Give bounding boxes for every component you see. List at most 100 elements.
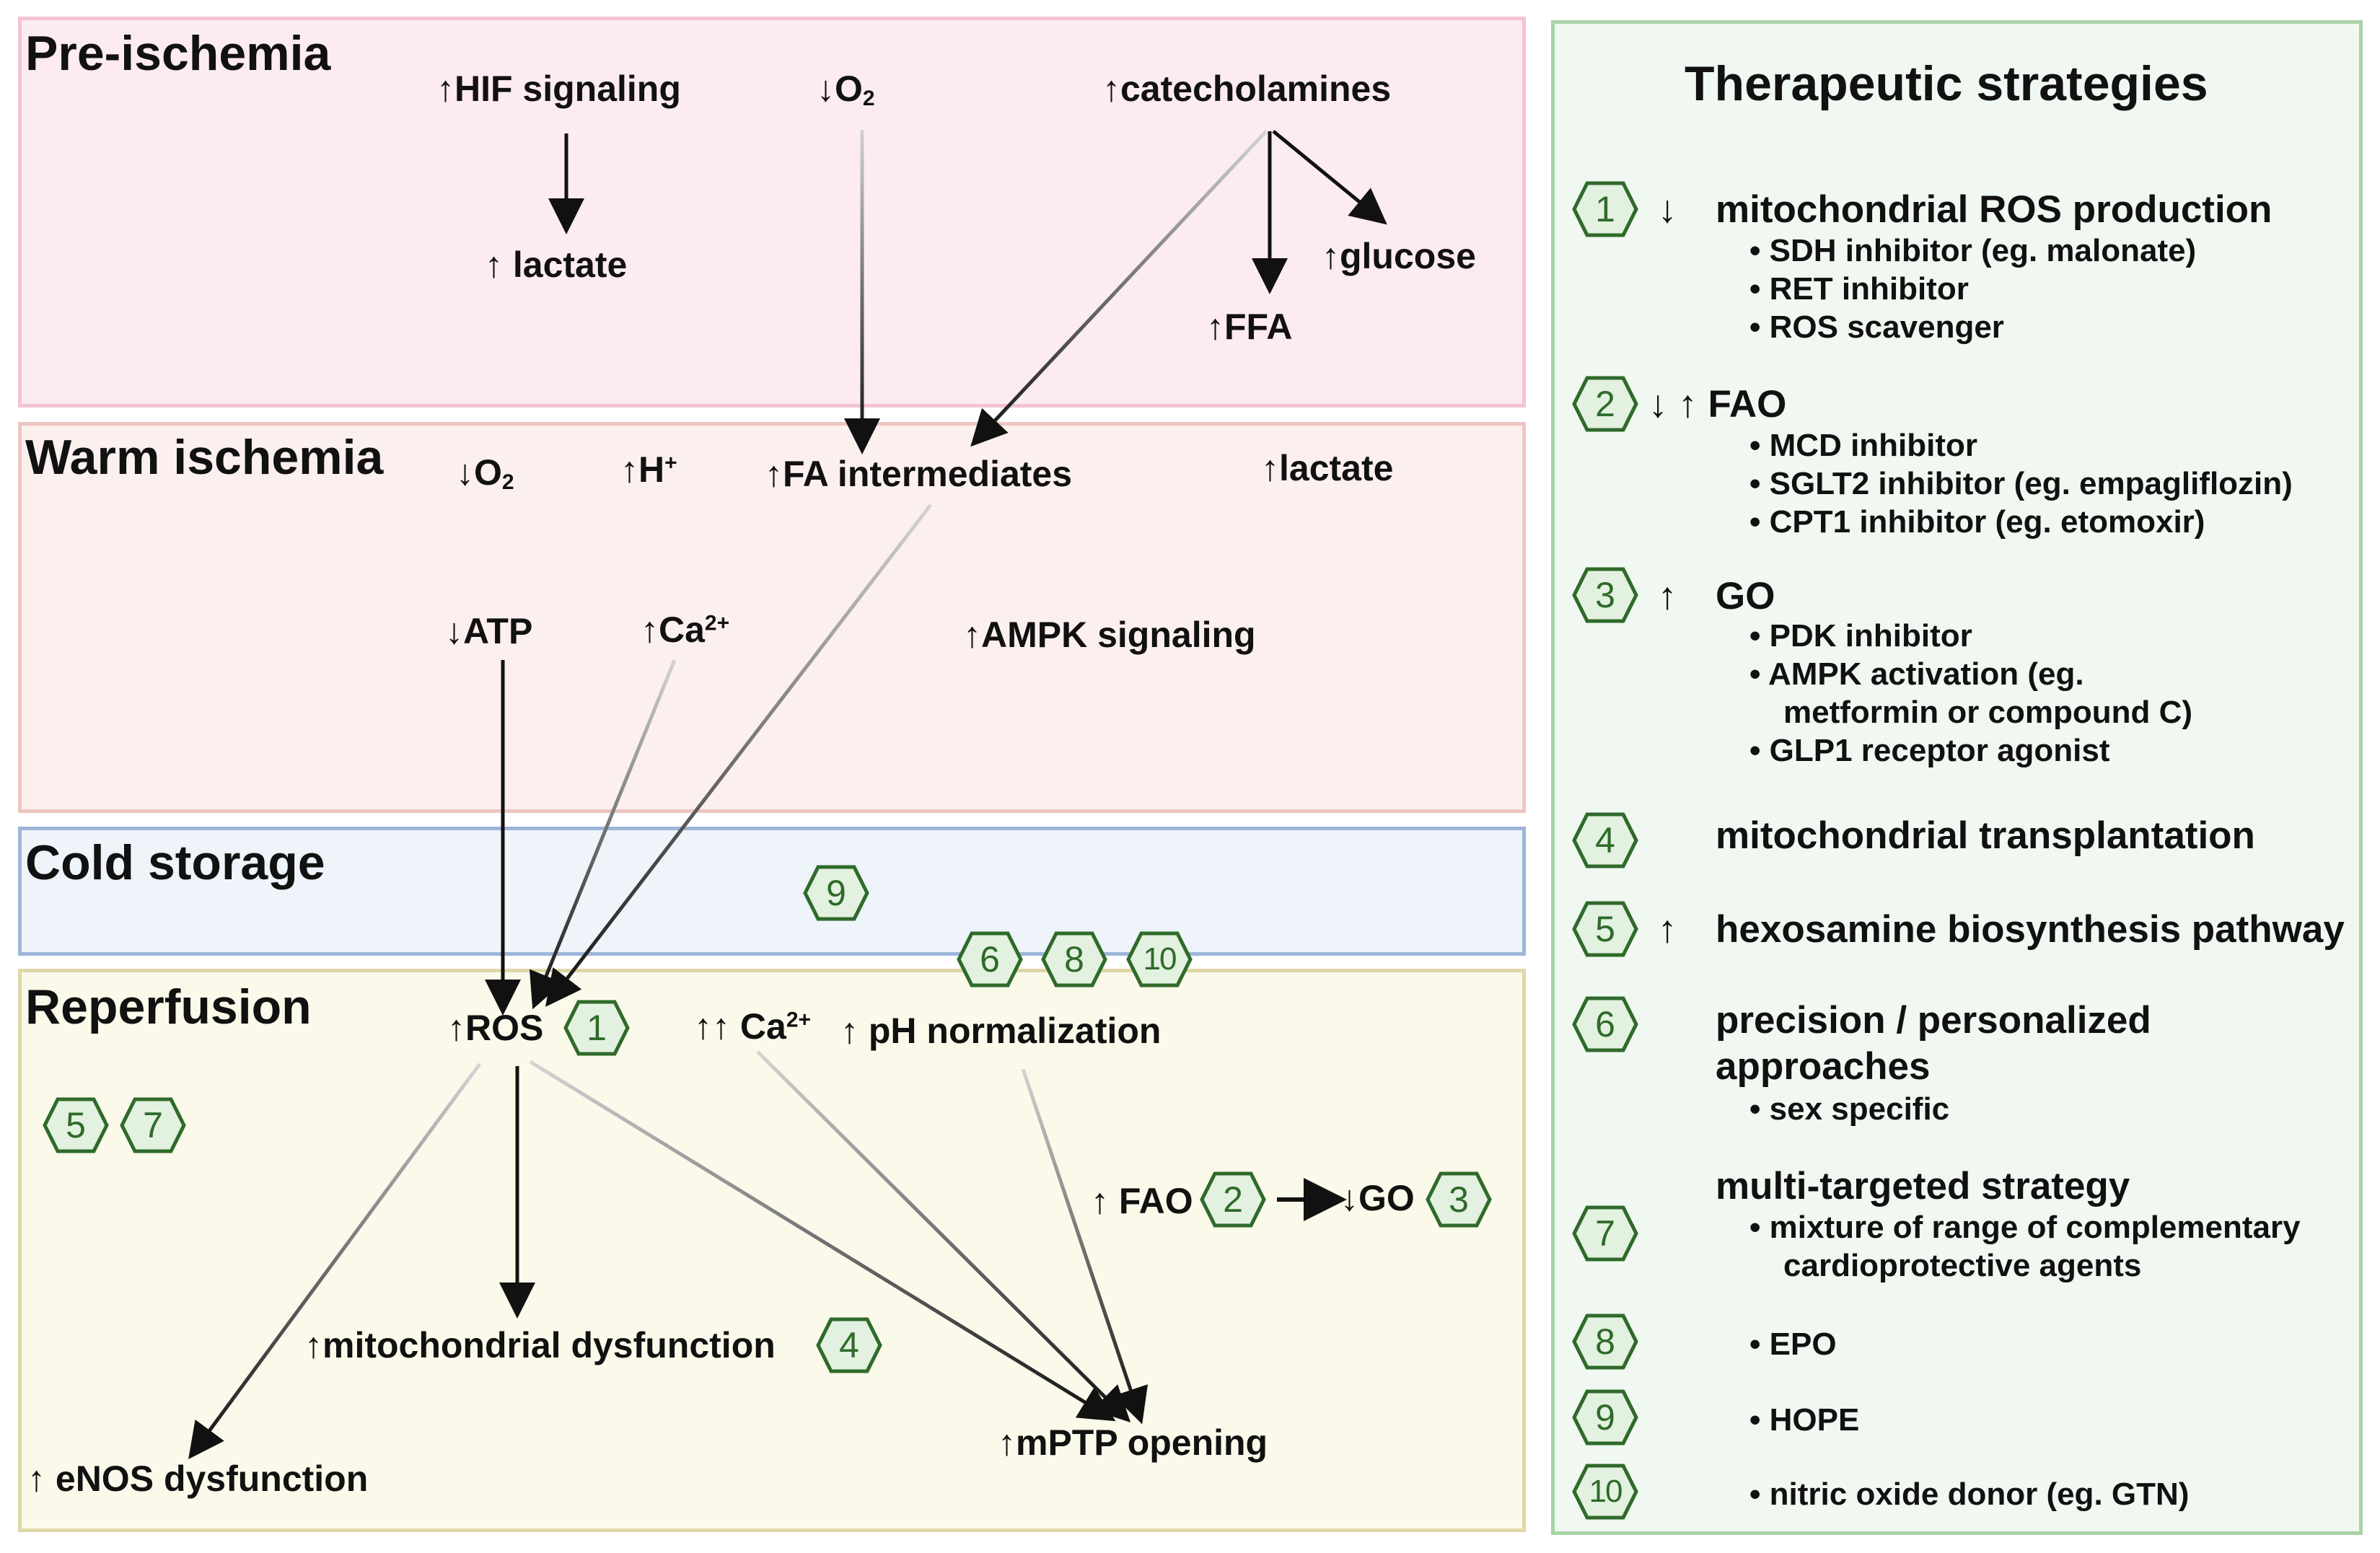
ca-warm-label: ↑Ca xyxy=(641,610,705,650)
strategy-1-heading: mitochondrial ROS production xyxy=(1716,188,2273,231)
node-catecholamines: ↑catecholamines xyxy=(1102,69,1392,109)
badge-4-mito: 4 xyxy=(815,1316,883,1374)
strategy-7-item-1-cont: cardioprotective agents xyxy=(1783,1248,2142,1283)
strategy-1-item-3: • ROS scavenger xyxy=(1749,309,2004,345)
node-ampk-signaling: ↑AMPK signaling xyxy=(963,615,1256,655)
node-ph-normalization: ↑ pH normalization xyxy=(840,1011,1162,1051)
therapeutic-strategies-panel xyxy=(1551,20,2363,1535)
strategy-2-item-3-text: CPT1 inhibitor (eg. etomoxir) xyxy=(1769,504,2205,540)
reperfusion-panel xyxy=(18,969,1526,1532)
node-lactate-pre: ↑ lactate xyxy=(485,245,628,285)
strategy-3-item-3-text: GLP1 receptor agonist xyxy=(1769,733,2110,768)
badge-9-cold-label: 9 xyxy=(826,873,846,913)
strategy-1-badge: 1 xyxy=(1571,180,1639,238)
arrow-ros-enos xyxy=(188,1063,482,1460)
strategy-5-badge: 5 xyxy=(1571,900,1639,958)
node-mitochondrial-dysfunction: ↑mitochondrial dysfunction xyxy=(304,1325,776,1365)
strategy-3-item-2: • AMPK activation (eg. xyxy=(1749,656,2084,692)
arrow-fa-ros xyxy=(545,503,932,1007)
cold-storage-panel xyxy=(18,827,1526,956)
strategy-2-item-2-text: SGLT2 inhibitor (eg. empagliflozin) xyxy=(1769,466,2293,501)
strategy-5-badge-label: 5 xyxy=(1595,909,1615,949)
strategy-3-item-1: • PDK inhibitor xyxy=(1749,618,1972,654)
badge-8-reperfusion: 8 xyxy=(1040,931,1108,988)
badge-2-fao: 2 xyxy=(1199,1171,1267,1228)
ca-warm-superscript: 2+ xyxy=(704,611,730,635)
arrow-ph-mptp xyxy=(1021,1068,1148,1425)
strategy-2-item-1: • MCD inhibitor xyxy=(1749,428,1978,463)
strategy-5-direction: ↑ xyxy=(1658,908,1677,951)
node-enos-dysfunction: ↑ eNOS dysfunction xyxy=(27,1459,369,1499)
strategy-2-item-1-text: MCD inhibitor xyxy=(1769,428,1978,463)
strategy-3-heading: GO xyxy=(1716,575,1775,617)
strategy-1-item-2: • RET inhibitor xyxy=(1749,271,1969,307)
strategy-3-item-1-text: PDK inhibitor xyxy=(1769,618,1972,654)
arrow-ca-ros xyxy=(529,659,677,1010)
strategy-7-badge: 7 xyxy=(1571,1205,1639,1262)
ca-rep-superscript: 2+ xyxy=(786,1008,812,1032)
strategy-1-item-1-text: SDH inhibitor (eg. malonate) xyxy=(1769,233,2197,268)
strategy-1-direction: ↓ xyxy=(1658,188,1677,231)
node-o2-warm: ↓O2 xyxy=(456,454,514,493)
o2-warm-label: ↓O xyxy=(456,452,502,493)
strategy-10-item: • nitric oxide donor (eg. GTN) xyxy=(1749,1477,2190,1512)
node-mptp-opening: ↑mPTP opening xyxy=(998,1422,1268,1463)
o2-subscript: 2 xyxy=(862,87,875,110)
strategy-4-badge-label: 4 xyxy=(1595,820,1615,861)
strategy-3-item-3: • GLP1 receptor agonist xyxy=(1749,733,2110,768)
strategy-2-heading: ↓ ↑ FAO xyxy=(1648,383,1787,426)
node-ca-warm: ↑Ca2+ xyxy=(641,612,729,648)
strategy-9-item: • HOPE xyxy=(1749,1402,1860,1438)
node-fa-intermediates: ↑FA intermediates xyxy=(765,454,1073,494)
h-label: ↑H xyxy=(620,449,665,490)
node-go: ↓GO xyxy=(1340,1178,1415,1218)
strategy-2-item-2: • SGLT2 inhibitor (eg. empagliflozin) xyxy=(1749,466,2293,501)
strategy-2-badge-label: 2 xyxy=(1595,384,1615,424)
badge-1-ros: 1 xyxy=(563,999,631,1057)
arrow-catecholamines-glucose xyxy=(1272,130,1387,225)
stage-title-reperfusion: Reperfusion xyxy=(25,980,312,1034)
badge-3-go: 3 xyxy=(1425,1171,1493,1228)
badge-10-reperfusion: 10 xyxy=(1125,931,1193,988)
stage-title-warm-ischemia: Warm ischemia xyxy=(25,430,384,485)
strategy-6-heading-line-1: precision / personalized xyxy=(1716,999,2151,1042)
o2-label: ↓O xyxy=(817,69,863,109)
strategy-6-heading-line-2: approaches xyxy=(1716,1045,1931,1088)
strategy-1-item-1: • SDH inhibitor (eg. malonate) xyxy=(1749,233,2197,268)
therapeutic-title: Therapeutic strategies xyxy=(1685,56,2208,111)
node-glucose: ↑glucose xyxy=(1322,236,1476,276)
o2-warm-subscript: 2 xyxy=(501,470,514,494)
badge-9-cold: 9 xyxy=(802,864,870,922)
strategy-2-badge: 2 xyxy=(1571,375,1639,433)
badge-2-fao-label: 2 xyxy=(1223,1179,1243,1220)
ca-rep-label: ↑↑ Ca xyxy=(694,1006,786,1047)
strategy-8-item: • EPO xyxy=(1749,1327,1837,1362)
strategy-4-heading: mitochondrial transplantation xyxy=(1716,814,2255,857)
strategy-7-item-1: • mixture of range of complementary xyxy=(1749,1210,2301,1245)
strategy-3-item-2-text: AMPK activation (eg. xyxy=(1768,656,2084,692)
strategy-1-item-3-text: ROS scavenger xyxy=(1769,309,2004,345)
badge-6-reperfusion: 6 xyxy=(956,931,1024,988)
strategy-6-item-1: • sex specific xyxy=(1749,1091,1950,1127)
strategy-6-badge-label: 6 xyxy=(1595,1004,1615,1044)
arrow-ros-mptp xyxy=(529,1060,1116,1422)
h-superscript: + xyxy=(664,451,677,475)
strategy-4-badge: 4 xyxy=(1571,811,1639,869)
strategy-1-badge-label: 1 xyxy=(1595,189,1615,229)
badge-3-go-label: 3 xyxy=(1449,1179,1469,1220)
badge-8-reperfusion-label: 8 xyxy=(1064,939,1084,980)
strategy-8-badge: 8 xyxy=(1571,1313,1639,1371)
strategy-9-badge-label: 9 xyxy=(1595,1397,1615,1438)
badge-7-reperfusion-label: 7 xyxy=(143,1105,163,1145)
strategy-9-badge: 9 xyxy=(1571,1389,1639,1446)
node-ffa: ↑FFA xyxy=(1206,307,1293,347)
strategy-8-badge-label: 8 xyxy=(1595,1321,1615,1362)
stage-title-cold-storage: Cold storage xyxy=(25,835,325,890)
strategy-2-item-3: • CPT1 inhibitor (eg. etomoxir) xyxy=(1749,504,2205,540)
badge-5-reperfusion-label: 5 xyxy=(66,1105,86,1145)
strategy-3-badge: 3 xyxy=(1571,566,1639,624)
strategy-10-badge: 10 xyxy=(1571,1463,1639,1521)
node-ros: ↑ROS xyxy=(447,1008,544,1048)
strategy-7-heading: multi-targeted strategy xyxy=(1716,1165,2130,1207)
node-o2-decrease: ↓O2 xyxy=(817,71,875,110)
